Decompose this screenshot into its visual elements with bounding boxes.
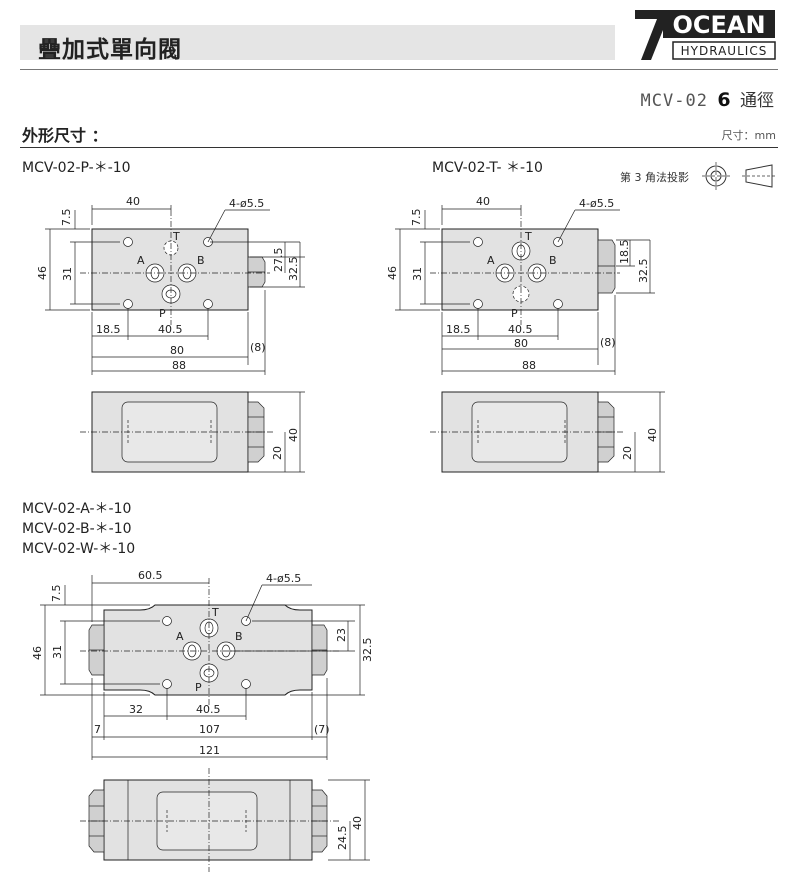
port-b: B xyxy=(235,630,243,643)
section-rule xyxy=(20,147,778,148)
dim-18-5: 18.5 xyxy=(96,323,121,336)
dim-40-5: 40.5 xyxy=(508,323,533,336)
dim-40-5: 40.5 xyxy=(158,323,183,336)
dim-88: 88 xyxy=(172,359,186,372)
dim-80: 80 xyxy=(514,337,528,350)
projection-label: 第 3 角法投影 xyxy=(620,171,689,184)
port-a: A xyxy=(487,254,495,267)
dim-27-5: 27.5 xyxy=(272,248,285,273)
ocean-logo: OCEAN HYDRAULICS xyxy=(635,10,776,60)
dim-40: 40 xyxy=(476,195,490,208)
dim-88: 88 xyxy=(522,359,536,372)
model-code: MCV-02 xyxy=(640,91,708,111)
dim-32-5: 32.5 xyxy=(361,638,374,663)
dim-40-5: 40.5 xyxy=(196,703,221,716)
drawing-mcv-abw: 60.5 4-ø5.5 T A B P 32 40.5 7 107 (7) 12… xyxy=(31,569,374,872)
dim-31: 31 xyxy=(51,645,64,659)
dim-8: (8) xyxy=(600,336,616,349)
dim-18-5: 18.5 xyxy=(446,323,471,336)
dim-7-5: 7.5 xyxy=(50,585,63,603)
label-mcv-b: MCV-02-B-＊-10 xyxy=(22,521,132,537)
dim-20: 20 xyxy=(621,446,634,460)
model-size-line: MCV-02 6 通徑 xyxy=(641,86,774,111)
section-unit: 尺寸：mm xyxy=(721,129,776,142)
dim-7-5: 7.5 xyxy=(60,209,73,227)
dim-7-right: (7) xyxy=(314,723,330,736)
title-bar xyxy=(20,25,615,60)
logo-text-bottom: HYDRAULICS xyxy=(681,44,768,58)
port-p: P xyxy=(511,307,518,320)
dim-7-5: 7.5 xyxy=(410,209,423,227)
dim-46: 46 xyxy=(36,266,49,280)
port-a: A xyxy=(176,630,184,643)
port-b: B xyxy=(197,254,205,267)
label-mcv-p: MCV-02-P-＊-10 xyxy=(22,160,131,176)
port-p: P xyxy=(195,681,202,694)
dim-46: 46 xyxy=(31,646,44,660)
dim-107: 107 xyxy=(199,723,220,736)
third-angle-projection-icon xyxy=(702,162,776,190)
logo-text-top: OCEAN xyxy=(672,11,765,39)
page-title: 疊加式單向閥 xyxy=(38,37,182,63)
dim-31: 31 xyxy=(411,267,424,281)
dim-hole: 4-ø5.5 xyxy=(266,572,301,585)
dim-24-5: 24.5 xyxy=(336,826,349,851)
port-p: P xyxy=(159,307,166,320)
port-t: T xyxy=(172,230,180,243)
dim-7: 7 xyxy=(94,723,101,736)
drawing-mcv-p: 40 4-ø5.5 T A B P 18.5 40.5 80 (8) 88 7.… xyxy=(36,195,305,473)
label-mcv-w: MCV-02-W-＊-10 xyxy=(22,541,136,557)
dim-32-5: 32.5 xyxy=(287,257,300,282)
dim-20: 20 xyxy=(271,446,284,460)
section-title: 外形尺寸 ： xyxy=(22,126,108,145)
dim-8: (8) xyxy=(250,341,266,354)
dim-80: 80 xyxy=(170,344,184,357)
port-b: B xyxy=(549,254,557,267)
port-t: T xyxy=(211,606,219,619)
drawing-mcv-t: 40 4-ø5.5 T A B P 18.5 40.5 80 (8) 88 7.… xyxy=(386,195,665,473)
header-rule xyxy=(20,69,778,70)
dim-32-5: 32.5 xyxy=(637,259,650,284)
dim-18-5-right: 18.5 xyxy=(618,240,631,265)
dim-40-height: 40 xyxy=(287,428,300,442)
dim-31: 31 xyxy=(61,267,74,281)
dim-46: 46 xyxy=(386,266,399,280)
dim-40: 40 xyxy=(126,195,140,208)
dim-32: 32 xyxy=(129,703,143,716)
port-a: A xyxy=(137,254,145,267)
port-t: T xyxy=(524,230,532,243)
model-size: 6 xyxy=(717,89,731,111)
dim-23: 23 xyxy=(335,628,348,642)
dim-60-5: 60.5 xyxy=(138,569,163,582)
model-suffix: 通徑 xyxy=(740,91,774,111)
label-mcv-t: MCV-02-T- ＊-10 xyxy=(432,160,543,176)
label-mcv-a: MCV-02-A-＊-10 xyxy=(22,501,132,517)
dim-40-height: 40 xyxy=(351,816,364,830)
dim-hole: 4-ø5.5 xyxy=(229,197,264,210)
dim-121: 121 xyxy=(199,744,220,757)
dim-hole: 4-ø5.5 xyxy=(579,197,614,210)
dim-40-height: 40 xyxy=(646,428,659,442)
